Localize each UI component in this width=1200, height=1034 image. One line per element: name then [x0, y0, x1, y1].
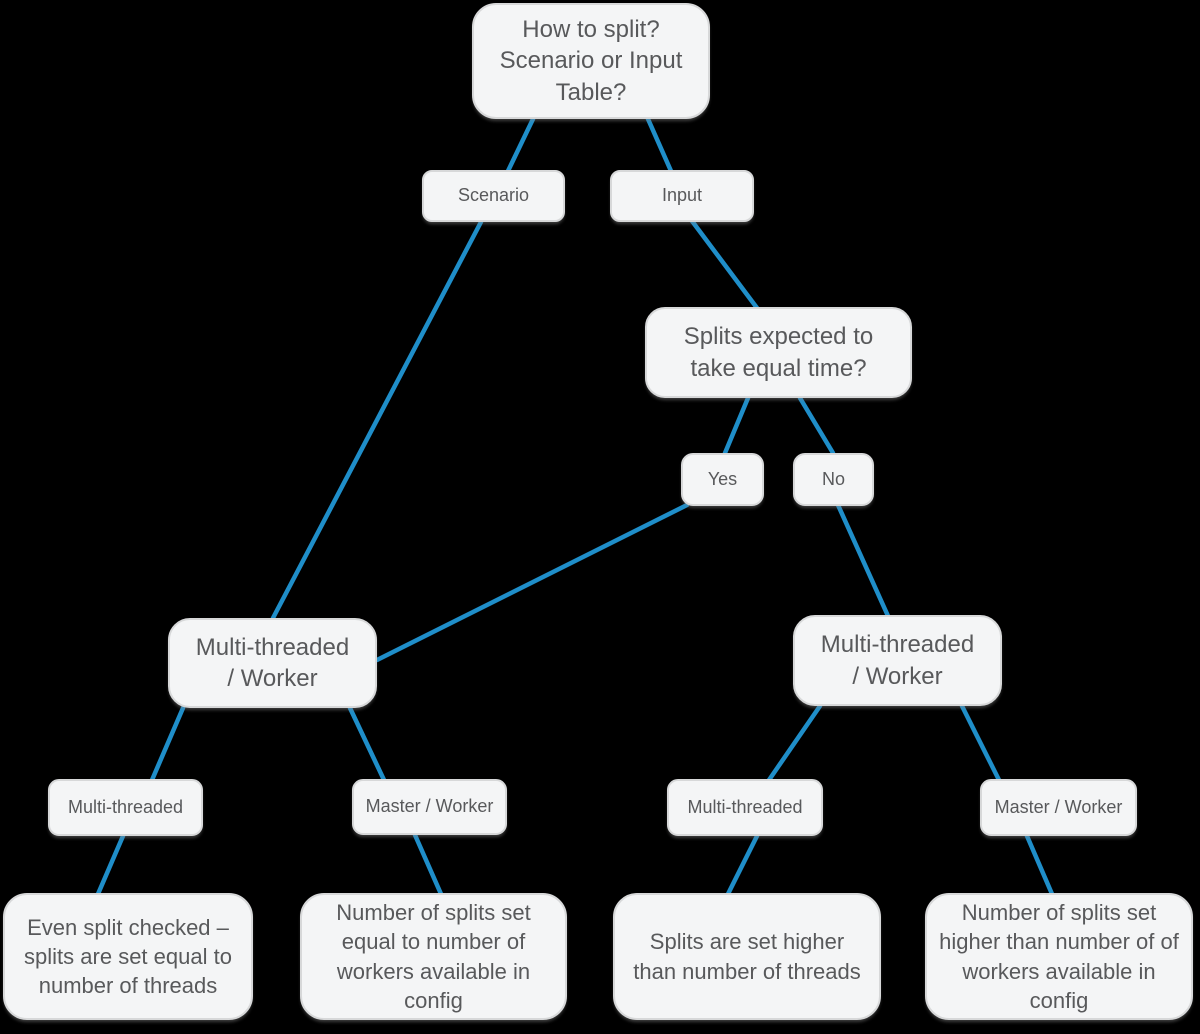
edge-how_to_split-input	[645, 116, 674, 174]
node-leaf-higher-threads: Splits are set higher than number of thr…	[613, 893, 881, 1020]
edge-mw_left-leaf_workers_equal	[412, 832, 444, 897]
edge-equal_time-yes	[722, 395, 751, 456]
edge-how_to_split-scenario	[505, 116, 536, 174]
node-branch-master-worker-left: Master / Worker	[352, 779, 507, 835]
node-leaf-even-split: Even split checked – splits are set equa…	[3, 893, 253, 1020]
node-branch-yes: Yes	[681, 453, 764, 506]
edge-equal_time-no	[797, 395, 836, 456]
edge-mtw_left-mt_left	[149, 705, 186, 783]
node-multithreaded-worker-left: Multi-threaded / Worker	[168, 618, 377, 708]
edge-input-equal_time	[689, 218, 760, 311]
node-branch-master-worker-right: Master / Worker	[980, 779, 1137, 836]
edge-mt_right-leaf_higher_threads	[725, 833, 760, 897]
node-branch-input: Input	[610, 170, 754, 222]
node-how-to-split: How to split? Scenario or Input Table?	[472, 3, 710, 119]
node-branch-scenario: Scenario	[422, 170, 565, 222]
node-multithreaded-worker-right: Multi-threaded / Worker	[793, 615, 1002, 706]
node-branch-no: No	[793, 453, 874, 506]
edge-mt_left-leaf_even_split	[95, 833, 126, 897]
edge-scenario-mtw_left	[270, 219, 484, 621]
edge-mw_right-leaf_higher_workers	[1024, 833, 1055, 897]
node-leaf-higher-workers: Number of splits set higher than number …	[925, 893, 1193, 1020]
edge-mtw_left-mw_left	[347, 705, 387, 783]
edge-mtw_right-mw_right	[959, 703, 1002, 783]
node-branch-multithreaded-right: Multi-threaded	[667, 779, 823, 836]
node-leaf-workers-equal: Number of splits set equal to number of …	[300, 893, 567, 1020]
edge-yes-mtw_left	[374, 502, 690, 663]
edge-no-mtw_right	[835, 502, 891, 619]
node-equal-time-question: Splits expected to take equal time?	[645, 307, 912, 398]
node-branch-multithreaded-left: Multi-threaded	[48, 779, 203, 836]
edge-mtw_right-mt_right	[766, 703, 823, 783]
